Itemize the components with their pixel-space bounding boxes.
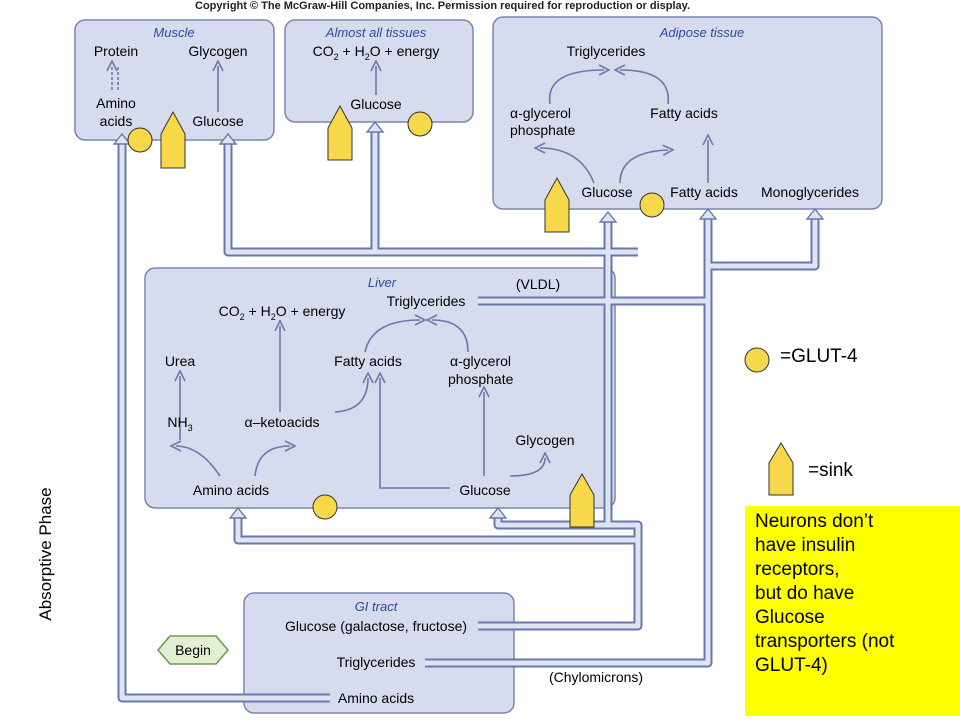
tissues-title: Almost all tissues xyxy=(325,25,427,40)
transport-pipes xyxy=(117,130,820,703)
gi-tract-title: GI tract xyxy=(355,599,399,614)
gi-tract-box xyxy=(243,592,515,714)
sink-legend-marker xyxy=(768,442,794,496)
note-line: transporters (not xyxy=(755,631,895,652)
sink-marker-muscle xyxy=(160,110,186,169)
liver-equation: CO2 + H2O + energy xyxy=(219,303,346,322)
sink-marker-tissues xyxy=(327,104,353,161)
begin-label: Begin xyxy=(175,642,211,658)
glut4-marker-liver xyxy=(312,494,338,520)
neurons-note: Neurons don’t have insulin receptors, bu… xyxy=(745,506,960,716)
gi-amino-acids-label: Amino acids xyxy=(338,690,414,706)
sink-marker-liver xyxy=(569,472,595,528)
glut4-legend-label: =GLUT-4 xyxy=(780,346,858,367)
note-line: Glucose xyxy=(755,607,825,628)
liver-urea-label: Urea xyxy=(165,353,196,369)
adipose-title: Adipose tissue xyxy=(659,25,745,40)
note-line: have insulin xyxy=(755,535,856,556)
note-line: Neurons don’t xyxy=(755,511,874,532)
begin-badge xyxy=(156,635,230,665)
liver-nh3-label: NH3 xyxy=(167,414,192,433)
adipose-fatty-acids-label: Fatty acids xyxy=(670,184,738,200)
chylomicrons-label: (Chylomicrons) xyxy=(549,669,643,685)
adipose-triglycerides-label: Triglycerides xyxy=(567,43,646,59)
adipose-glycerol-label-1: α-glycerol xyxy=(510,105,571,121)
muscle-amino-label-2: acids xyxy=(100,113,133,129)
muscle-amino-label-1: Amino xyxy=(96,95,136,111)
adipose-fatty-acids-top-label: Fatty acids xyxy=(650,105,718,121)
adipose-monoglycerides-label: Monoglycerides xyxy=(761,184,859,200)
liver-fatty-acids-label: Fatty acids xyxy=(334,353,402,369)
glut4-legend-marker xyxy=(744,347,770,373)
liver-triglycerides-label: Triglycerides xyxy=(387,293,466,309)
glut4-marker-adipose xyxy=(639,192,665,218)
glut4-marker-tissues xyxy=(407,111,433,137)
tissues-glucose-label: Glucose xyxy=(350,96,402,112)
liver-glycogen-label: Glycogen xyxy=(515,432,574,448)
gi-glucose-label: Glucose (galactose, fructose) xyxy=(285,618,467,634)
liver-glucose-label: Glucose xyxy=(459,482,511,498)
muscle-title: Muscle xyxy=(153,25,194,40)
sink-markers xyxy=(160,104,794,528)
adipose-glycerol-label-2: phosphate xyxy=(510,122,576,138)
liver-glycerol-label-1: α-glycerol xyxy=(450,353,511,369)
note-line: receptors, xyxy=(755,559,840,580)
note-line: but do have xyxy=(755,583,855,604)
pipe-arrowheads xyxy=(112,120,825,519)
glut4-markers xyxy=(127,111,770,520)
liver-glycerol-label-2: phosphate xyxy=(448,371,514,387)
internal-arrows xyxy=(112,66,708,489)
muscle-glucose-label: Glucose xyxy=(192,113,244,129)
adipose-glucose-label: Glucose xyxy=(581,184,633,200)
sink-marker-adipose xyxy=(544,176,570,233)
liver-ketoacids-label: α–ketoacids xyxy=(244,414,319,430)
glut4-marker-muscle xyxy=(127,127,153,153)
sink-legend-label: =sink xyxy=(808,460,853,481)
gi-triglycerides-label: Triglycerides xyxy=(337,654,416,670)
tissues-equation: CO2 + H2O + energy xyxy=(313,43,440,62)
muscle-protein-label: Protein xyxy=(94,43,138,59)
note-line: GLUT-4) xyxy=(755,655,828,676)
absorptive-phase-label: Absorptive Phase xyxy=(36,487,55,621)
adipose-box xyxy=(492,16,883,210)
liver-title: Liver xyxy=(368,275,397,290)
liver-vldl-label: (VLDL) xyxy=(516,276,560,292)
muscle-glycogen-label: Glycogen xyxy=(188,43,247,59)
liver-amino-acids-label: Amino acids xyxy=(193,482,269,498)
copyright-notice: Copyright © The McGraw-Hill Companies, I… xyxy=(195,0,691,12)
